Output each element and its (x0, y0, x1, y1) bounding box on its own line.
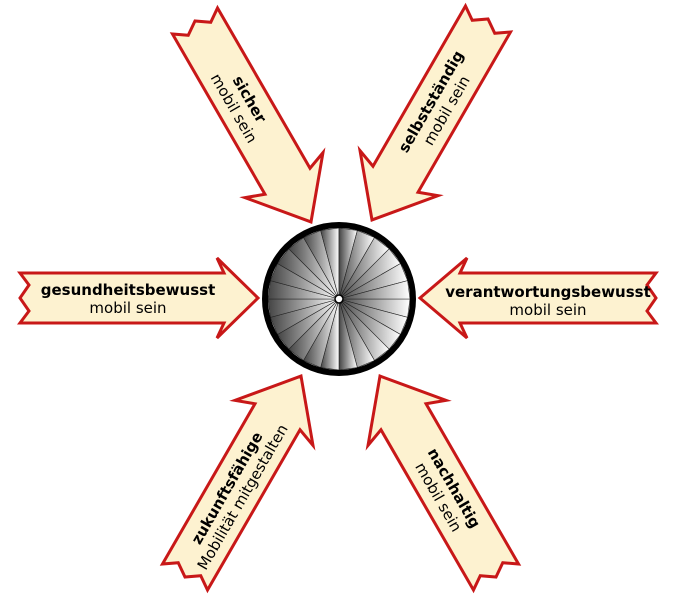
label-verantwortungsbewusst-subtitle: mobil sein (509, 301, 586, 319)
arrow-zukunftsfaehige-shape (159, 374, 316, 594)
arrow-sicher: sicher mobil sein (169, 4, 326, 224)
wheel-spokes (267, 227, 411, 371)
wheel-rim (262, 222, 416, 376)
wheel-icon (262, 222, 416, 376)
arrow-verantwortungsbewusst: verantwortungsbewusst mobil sein (417, 256, 659, 340)
label-gesundheitsbewusst-title: gesundheitsbewusst (41, 281, 216, 299)
arrow-verantwortungsbewusst-shape (417, 256, 659, 340)
arrow-selbststaendig: selbstständig mobil sein (357, 2, 514, 222)
arrow-gesundheitsbewusst-shape (17, 256, 261, 340)
arrow-nachhaltig-shape (365, 374, 522, 594)
label-verantwortungsbewusst-title: verantwortungsbewusst (445, 283, 651, 301)
arrow-sicher-shape (169, 4, 326, 224)
arrow-selbststaendig-shape (357, 2, 514, 222)
arrow-zukunftsfaehige: zukunftsfähige Mobilität mitgestalten (159, 374, 316, 594)
label-gesundheitsbewusst-subtitle: mobil sein (89, 299, 166, 317)
wheel-hub (334, 294, 344, 304)
arrow-nachhaltig: nachhaltig mobil sein (365, 374, 522, 594)
wheel-spoke (338, 280, 411, 300)
arrow-gesundheitsbewusst: gesundheitsbewusst mobil sein (17, 256, 261, 340)
